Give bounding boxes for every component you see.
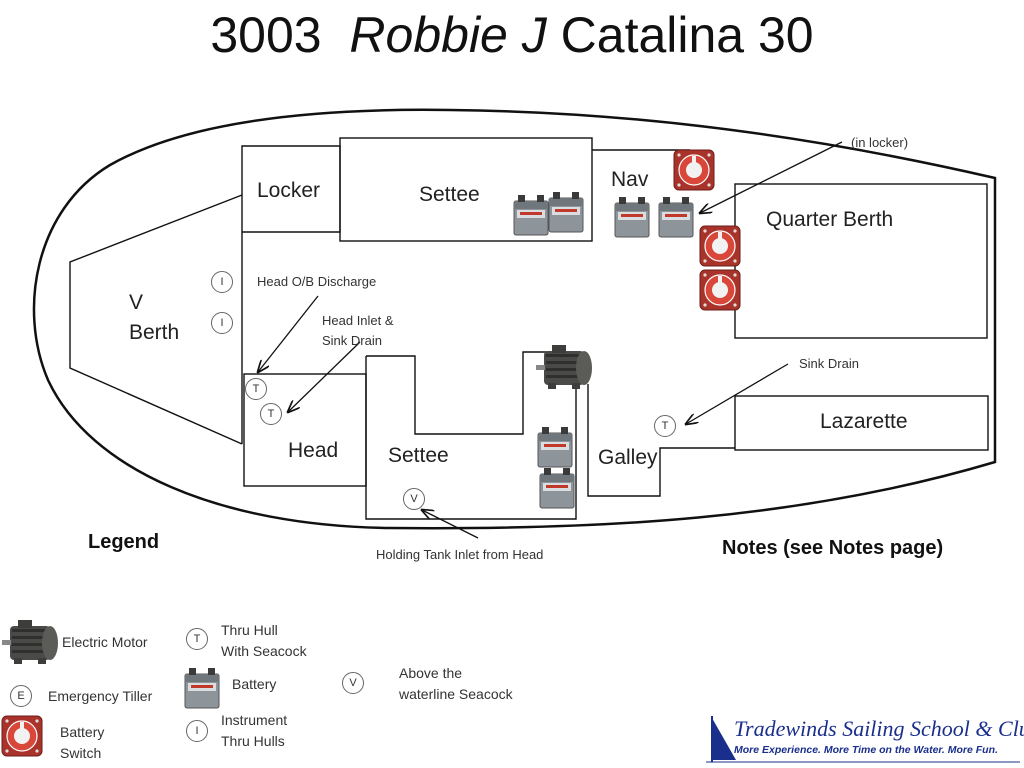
note-head-inlet-2: Sink Drain bbox=[322, 333, 382, 348]
legend-battery: Battery bbox=[232, 676, 277, 692]
battery-icon bbox=[658, 196, 694, 238]
page-title: 3003 Robbie J Catalina 30 bbox=[0, 6, 1024, 64]
legend-heading: Legend bbox=[88, 531, 160, 553]
thru-hull-badge: T bbox=[245, 378, 267, 400]
note-head-ob-discharge: Head O/B Discharge bbox=[257, 274, 377, 289]
room-quarter-berth: Quarter Berth bbox=[766, 208, 894, 231]
battery-icon bbox=[184, 667, 220, 709]
arrow-sink-drain bbox=[686, 363, 789, 424]
electric-motor-icon bbox=[2, 620, 58, 664]
battery-switch-icon bbox=[699, 269, 741, 311]
battery-switch-icon bbox=[699, 225, 741, 267]
battery-switch-icon bbox=[1, 715, 43, 757]
legend-battery-switch-1: Battery bbox=[60, 724, 105, 740]
galley-outline bbox=[587, 384, 735, 497]
legend-thru-hull-1: Thru Hull bbox=[221, 622, 278, 638]
instrument-thru-hull-badge: I bbox=[211, 271, 233, 293]
room-locker: Locker bbox=[257, 179, 321, 202]
thru-hull-badge: T bbox=[654, 415, 676, 437]
room-settee-top: Settee bbox=[419, 183, 480, 206]
legend-battery-switch-2: Switch bbox=[60, 745, 102, 761]
arrow-head-inlet bbox=[288, 341, 361, 412]
legend-emergency-tiller: Emergency Tiller bbox=[48, 688, 153, 704]
battery-icon bbox=[548, 191, 584, 233]
room-galley: Galley bbox=[598, 446, 658, 469]
room-v-berth-1: V bbox=[129, 291, 144, 314]
room-lazarette: Lazarette bbox=[820, 410, 908, 433]
title-boat-name: Robbie J bbox=[349, 7, 547, 63]
settee-bottom-outline bbox=[365, 351, 577, 520]
logo-tagline: More Experience. More Time on the Water.… bbox=[734, 744, 998, 756]
legend-thru-hull-2: With Seacock bbox=[221, 643, 307, 659]
tradewinds-logo: Tradewinds Sailing School & Club More Ex… bbox=[706, 714, 1024, 766]
battery-icon bbox=[513, 194, 549, 236]
battery-switch-icon bbox=[673, 149, 715, 191]
hull-outline bbox=[32, 108, 997, 530]
instrument-legend-badge: I bbox=[186, 720, 208, 742]
legend-instrument-1: Instrument bbox=[221, 712, 288, 728]
legend-above-waterline-2: waterline Seacock bbox=[399, 686, 513, 702]
legend-electric-motor: Electric Motor bbox=[62, 634, 148, 650]
logo-sail-icon bbox=[706, 716, 1020, 763]
room-v-berth-2: Berth bbox=[129, 321, 180, 344]
settee-top-outline bbox=[339, 137, 593, 242]
legend-above-waterline-1: Above the bbox=[399, 665, 463, 681]
battery-icon bbox=[537, 426, 573, 468]
logo-name: Tradewinds Sailing School & Club bbox=[734, 716, 1024, 741]
note-head-inlet-1: Head Inlet & bbox=[322, 313, 394, 328]
arrow-in-locker bbox=[700, 141, 843, 213]
above-waterline-legend-badge: V bbox=[342, 672, 364, 694]
arrow-head-ob-discharge bbox=[258, 295, 319, 372]
emergency-tiller-badge: E bbox=[10, 685, 32, 707]
thru-hull-badge: T bbox=[260, 403, 282, 425]
note-in-locker: (in locker) bbox=[851, 135, 909, 150]
thru-hull-legend-badge: T bbox=[186, 628, 208, 650]
arrow-holding-tank bbox=[422, 510, 479, 539]
v-berth-outline bbox=[69, 194, 243, 445]
battery-icon bbox=[539, 467, 575, 509]
room-nav: Nav bbox=[611, 168, 649, 191]
note-sink-drain: Sink Drain bbox=[799, 356, 859, 371]
note-holding-tank: Holding Tank Inlet from Head bbox=[376, 547, 544, 562]
lazarette-outline bbox=[734, 395, 989, 451]
title-model: Catalina 30 bbox=[560, 7, 814, 63]
battery-icon bbox=[614, 196, 650, 238]
title-number: 3003 bbox=[210, 7, 322, 63]
notes-heading: Notes (see Notes page) bbox=[722, 537, 944, 559]
legend-instrument-2: Thru Hulls bbox=[221, 733, 285, 749]
above-waterline-seacock-badge: V bbox=[403, 488, 425, 510]
room-head: Head bbox=[288, 439, 339, 462]
instrument-thru-hull-badge: I bbox=[211, 312, 233, 334]
room-settee-bottom: Settee bbox=[388, 444, 449, 467]
